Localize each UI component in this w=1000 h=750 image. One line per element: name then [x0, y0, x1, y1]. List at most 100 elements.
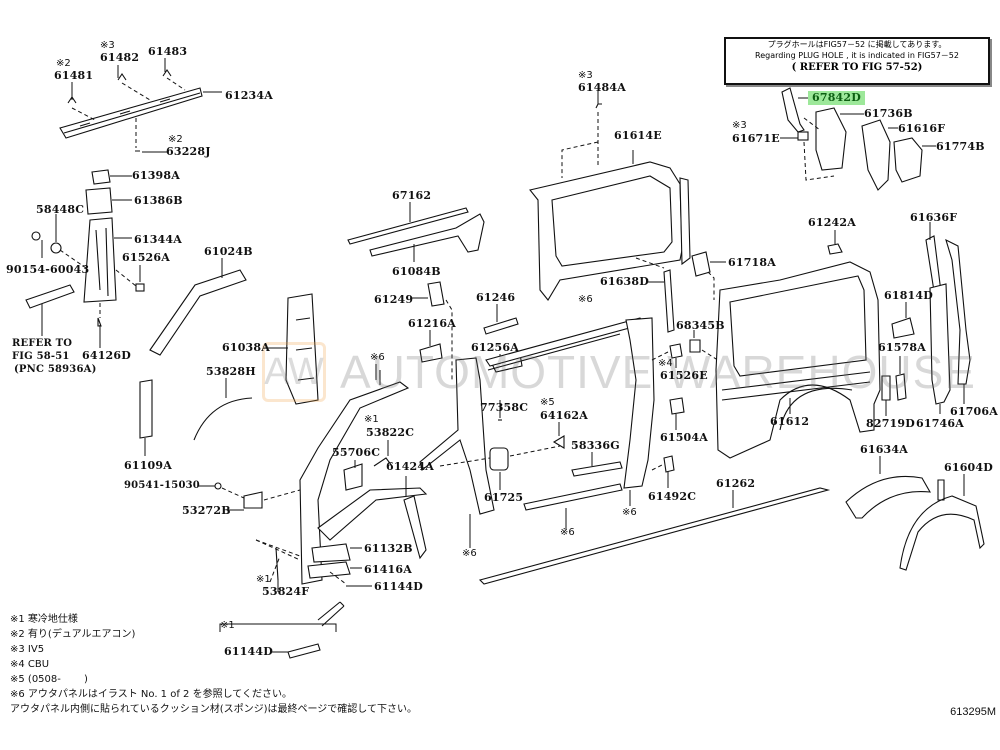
- part-label-61636f[interactable]: 61636F: [910, 211, 958, 224]
- part-label-61084b[interactable]: 61084B: [392, 265, 441, 278]
- part-label-61526e[interactable]: 61526E: [660, 369, 708, 382]
- part-label-61706a[interactable]: 61706A: [950, 405, 999, 418]
- reference-note-jp: プラグホールはFIG57－52 に掲載してあります。: [767, 40, 947, 49]
- part-53828h-drawing: [193, 397, 253, 441]
- footnote: ※4 CBU: [10, 659, 50, 670]
- part-label-61424a[interactable]: 61424A: [386, 460, 435, 473]
- part-label-61109a[interactable]: 61109A: [124, 459, 173, 472]
- part-label-61483[interactable]: 61483: [148, 45, 188, 58]
- part-note: ※1: [256, 574, 271, 585]
- part-label-61578a[interactable]: 61578A: [878, 341, 927, 354]
- part-label-61234a[interactable]: 61234A: [225, 89, 274, 102]
- part-label-61634a[interactable]: 61634A: [860, 443, 909, 456]
- part-label-67162[interactable]: 67162: [392, 189, 432, 202]
- part-61614e-drawing: [529, 90, 726, 333]
- part-label-53272b[interactable]: 53272B: [182, 504, 231, 517]
- part-note: ※3: [578, 70, 593, 81]
- part-label-53824f[interactable]: 53824F: [262, 585, 310, 598]
- part-note: ※6: [578, 294, 593, 305]
- part-rear-pillar-drawing: [623, 317, 725, 506]
- part-label-61416a[interactable]: 61416A: [364, 563, 413, 576]
- part-label-61144d[interactable]: 61144D: [374, 580, 424, 593]
- part-note: ※1: [220, 620, 235, 631]
- part-label-61344a[interactable]: 61344A: [134, 233, 183, 246]
- part-label-53822c[interactable]: 53822C: [366, 426, 415, 439]
- part-label-61249[interactable]: 61249: [374, 293, 414, 306]
- footnotes: ※1 寒冷地仕様 ※2 有り(デュアルエアコン) ※3 IV5 ※4 CBU ※…: [10, 612, 417, 717]
- part-label-53828h[interactable]: 53828H: [206, 365, 256, 378]
- part-label-61774b[interactable]: 61774B: [936, 140, 985, 153]
- part-label-61132b[interactable]: 61132B: [364, 542, 413, 555]
- refer-pnc-label: (PNC 58936A): [14, 364, 97, 375]
- part-label-61481[interactable]: 61481: [54, 69, 94, 82]
- part-label-64162a[interactable]: 64162A: [540, 409, 589, 422]
- part-label-63228j[interactable]: 63228J: [166, 145, 211, 158]
- part-note: ※6: [462, 548, 477, 559]
- footnote: アウタパネル内側に貼られているクッション材(スポンジ)は最終ページで確認して下さ…: [10, 704, 418, 715]
- diagram-id: 613295M: [950, 706, 996, 718]
- part-label-61398a[interactable]: 61398A: [132, 169, 181, 182]
- part-rear-upper-drawing: [780, 87, 936, 191]
- reference-note-link[interactable]: ( REFER TO FIG 57-52): [791, 62, 923, 73]
- part-label-61024b[interactable]: 61024B: [204, 245, 253, 258]
- part-label-61262[interactable]: 61262: [716, 477, 756, 490]
- part-note: ※6: [370, 352, 385, 363]
- part-61144d-bracket-drawing: [219, 623, 337, 659]
- part-label-61671e[interactable]: 61671E: [732, 132, 780, 145]
- part-label-77358c[interactable]: 77358C: [480, 401, 529, 414]
- part-53272b-drawing: [198, 482, 301, 511]
- part-label-61256a[interactable]: 61256A: [471, 341, 520, 354]
- footnote: ※2 有り(デュアルエアコン): [10, 629, 136, 640]
- part-label-61526a[interactable]: 61526A: [122, 251, 171, 264]
- part-label-82719d[interactable]: 82719D: [866, 417, 916, 430]
- part-label-61736b[interactable]: 61736B: [864, 107, 913, 120]
- part-67162-drawing: [347, 202, 485, 262]
- part-label-67842d-highlighted[interactable]: 67842D: [808, 91, 866, 105]
- part-label-61638d[interactable]: 61638D: [600, 275, 650, 288]
- part-label-55706c[interactable]: 55706C: [332, 446, 381, 459]
- part-label-61604d[interactable]: 61604D: [944, 461, 994, 474]
- part-label-58448c[interactable]: 58448C: [36, 203, 85, 216]
- part-61109a-drawing: [139, 379, 153, 456]
- part-front-pillar-drawing: [255, 370, 428, 627]
- part-label-90541-15030[interactable]: 90541-15030: [124, 480, 200, 491]
- part-label-61386b[interactable]: 61386B: [134, 194, 183, 207]
- part-label-61504a[interactable]: 61504A: [660, 431, 709, 444]
- part-label-61746a[interactable]: 61746A: [916, 417, 965, 430]
- part-label-61492c[interactable]: 61492C: [648, 490, 697, 503]
- footnote: ※6 アウタパネルはイラスト No. 1 of 2 を参照してください。: [10, 689, 292, 700]
- part-note: ※5: [540, 397, 555, 408]
- reference-note-box: プラグホールはFIG57－52 に掲載してあります。 Regarding PLU…: [724, 37, 990, 85]
- part-label-61814d[interactable]: 61814D: [884, 289, 934, 302]
- refer-to-label: REFER TO: [12, 338, 73, 349]
- part-label-61614e[interactable]: 61614E: [614, 129, 662, 142]
- part-label-58336g[interactable]: 58336G: [571, 439, 620, 452]
- part-61344a-drawing: [25, 169, 145, 348]
- part-label-90154-60043[interactable]: 90154-60043: [6, 263, 90, 276]
- part-label-61482[interactable]: 61482: [100, 51, 140, 64]
- part-label-61216a[interactable]: 61216A: [408, 317, 457, 330]
- part-label-61718a[interactable]: 61718A: [728, 256, 777, 269]
- part-61038a-drawing: [264, 293, 319, 405]
- refer-fig-link[interactable]: FIG 58-51: [12, 351, 70, 362]
- part-label-61246[interactable]: 61246: [476, 291, 516, 304]
- part-note: ※6: [560, 527, 575, 538]
- part-label-61144d-alt[interactable]: 61144D: [224, 645, 274, 658]
- part-note: ※2: [168, 134, 183, 145]
- part-label-61038a[interactable]: 61038A: [222, 341, 271, 354]
- part-label-64126d[interactable]: 64126D: [82, 349, 132, 362]
- part-label-68345b[interactable]: 68345B: [676, 319, 725, 332]
- part-wheel-housing-drawing: [845, 456, 985, 571]
- footnote: ※5 (0508- ): [10, 674, 88, 685]
- part-label-61725[interactable]: 61725: [484, 491, 524, 504]
- part-note: ※1: [364, 414, 379, 425]
- part-label-61484a[interactable]: 61484A: [578, 81, 627, 94]
- part-note: ※4: [658, 358, 673, 369]
- part-label-61616f[interactable]: 61616F: [898, 122, 946, 135]
- part-label-61242a[interactable]: 61242A: [808, 216, 857, 229]
- part-label-61612[interactable]: 61612: [770, 415, 810, 428]
- part-note: ※2: [56, 58, 71, 69]
- part-61612-drawing: [715, 230, 881, 459]
